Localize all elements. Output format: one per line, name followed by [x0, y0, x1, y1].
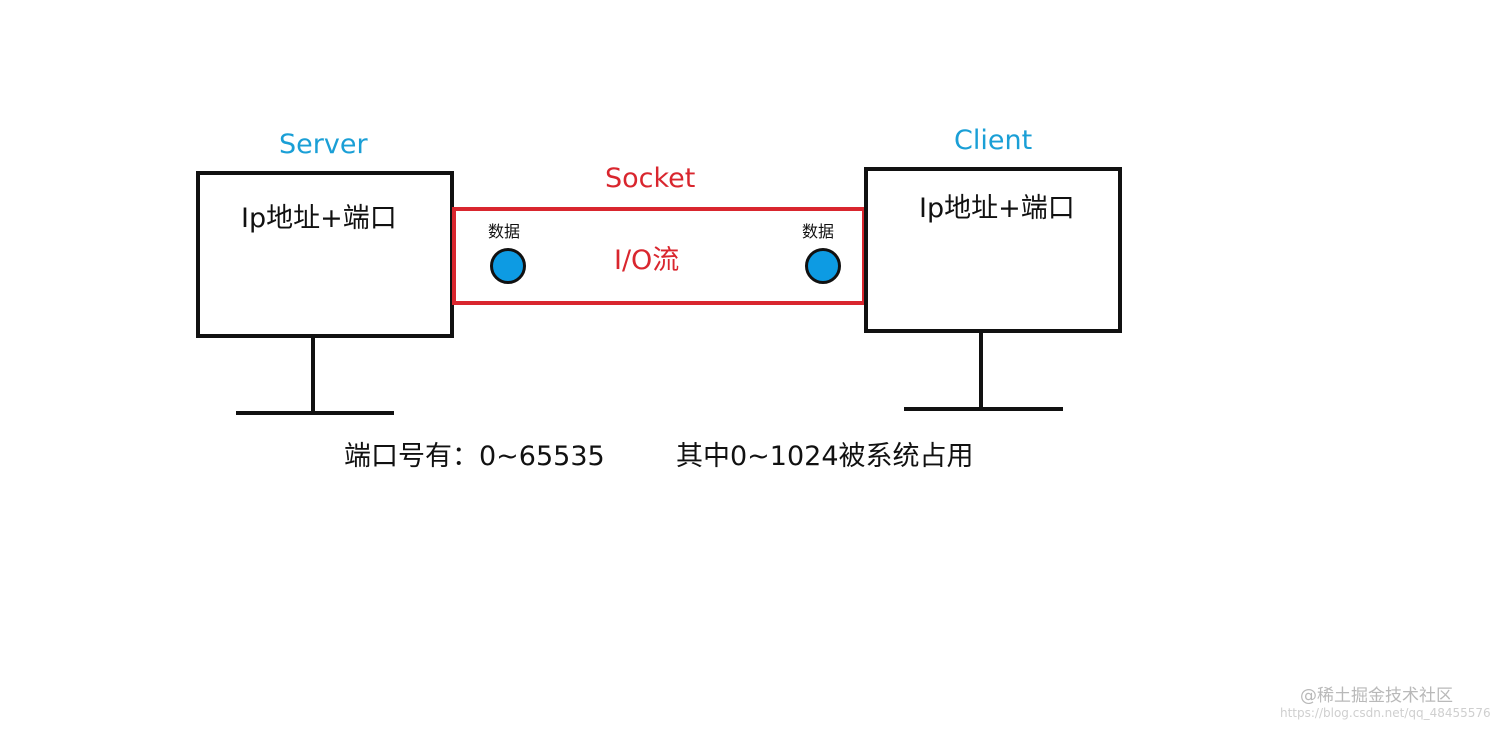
reserved-ports-note: 其中0~1024被系统占用	[676, 441, 974, 472]
left-data-dot	[490, 248, 526, 284]
right-data-dot	[805, 248, 841, 284]
socket-channel: 数据 I/O流 数据	[452, 207, 866, 305]
socket-title: Socket	[605, 163, 696, 194]
watermark-brand: @稀土掘金技术社区	[1300, 686, 1453, 706]
io-stream-label: I/O流	[614, 245, 680, 276]
port-range-note: 端口号有：0~65535	[344, 441, 605, 472]
server-monitor-base	[236, 411, 394, 415]
server-title: Server	[279, 129, 368, 160]
server-monitor: Ip地址+端口	[196, 171, 454, 338]
right-data-label: 数据	[802, 222, 835, 241]
watermark-url: https://blog.csdn.net/qq_48455576	[1280, 706, 1491, 720]
server-address-label: Ip地址+端口	[241, 203, 397, 234]
left-data-label: 数据	[488, 222, 521, 241]
client-address-label: Ip地址+端口	[919, 193, 1075, 224]
client-monitor-base	[904, 407, 1063, 411]
server-monitor-neck	[311, 336, 315, 414]
client-monitor-neck	[979, 331, 983, 410]
client-title: Client	[954, 125, 1033, 156]
client-monitor: Ip地址+端口	[864, 167, 1122, 333]
